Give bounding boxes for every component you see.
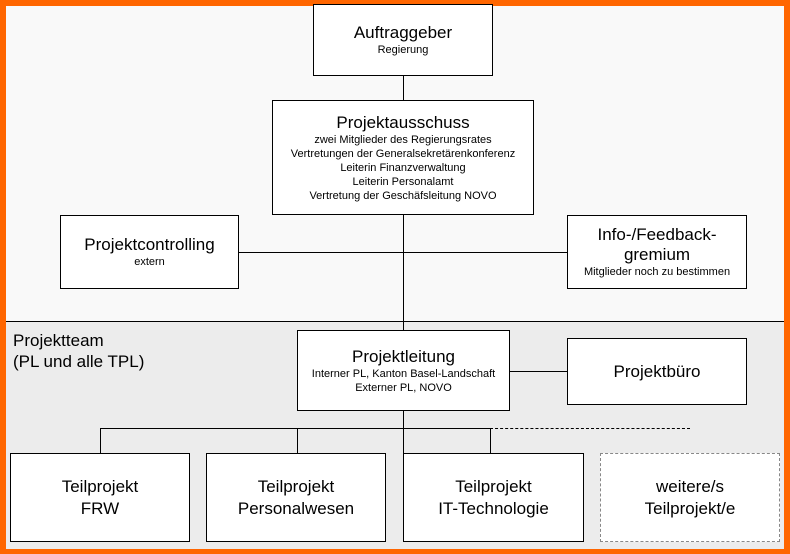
- projektbuero-box: Projektbüro: [567, 338, 747, 405]
- auftraggeber-box: Auftraggeber Regierung: [313, 4, 493, 76]
- teilprojekt-it-box: Teilprojekt IT-Technologie: [403, 453, 584, 542]
- teilprojekt-weitere-box: weitere/s Teilprojekt/e: [600, 453, 780, 542]
- projektbuero-title: Projektbüro: [613, 361, 701, 381]
- projektleitung-box: Projektleitung Interner PL, Kanton Basel…: [297, 330, 510, 411]
- team-line-2: (PL und alle TPL): [13, 352, 145, 371]
- feedback-sub: Mitglieder noch zu bestimmen: [583, 266, 731, 278]
- connector-controlling-feedback: [238, 252, 567, 253]
- connector-subprojects: [100, 428, 490, 429]
- projektcontrolling-title: Projektcontrolling: [84, 235, 215, 254]
- connector-subprojects-dashed: [490, 428, 690, 429]
- teilprojekt-label: Teilprojekt: [257, 476, 335, 496]
- connector-main-vertical: [403, 75, 404, 453]
- teilprojekt-name: FRW: [80, 498, 120, 518]
- teilprojekt-frw-box: Teilprojekt FRW: [10, 453, 190, 542]
- auftraggeber-title: Auftraggeber: [353, 23, 453, 42]
- feedback-title-2: gremium: [623, 245, 691, 264]
- teilprojekt-label: Teilprojekt: [455, 476, 532, 496]
- leitung-line: Externer PL, NOVO: [355, 381, 452, 394]
- teilprojekt-label: weitere/s: [655, 476, 725, 496]
- auftraggeber-sub: Regierung: [377, 44, 429, 56]
- member-line: zwei Mitglieder des Regierungsrates: [314, 133, 492, 146]
- leitung-line: Interner PL, Kanton Basel-Landschaft: [311, 367, 496, 380]
- connector-leitung-buero: [509, 371, 567, 372]
- projektausschuss-title: Projektausschuss: [336, 112, 470, 132]
- connector-drop-1: [100, 428, 101, 453]
- feedback-box: Info-/Feedback- gremium Mitglieder noch …: [567, 215, 747, 289]
- connector-drop-3: [490, 428, 491, 453]
- teilprojekt-name: Teilprojekt/e: [644, 498, 736, 518]
- projektcontrolling-sub: extern: [134, 256, 165, 268]
- project-team-label: Projektteam (PL und alle TPL): [13, 330, 144, 372]
- feedback-title-1: Info-/Feedback-: [597, 225, 717, 244]
- teilprojekt-name: Personalwesen: [237, 498, 355, 518]
- teilprojekt-personalwesen-box: Teilprojekt Personalwesen: [206, 453, 386, 542]
- member-line: Leiterin Personalamt: [352, 175, 454, 188]
- connector-drop-2: [297, 428, 298, 453]
- member-line: Vertretung der Geschäfsleitung NOVO: [309, 189, 497, 202]
- projektcontrolling-box: Projektcontrolling extern: [60, 215, 239, 289]
- teilprojekt-label: Teilprojekt: [61, 476, 139, 496]
- teilprojekt-name: IT-Technologie: [438, 498, 549, 518]
- member-line: Vertretungen der Generalsekretärenkonfer…: [290, 147, 516, 160]
- team-line-1: Projektteam: [13, 331, 104, 350]
- member-line: Leiterin Finanzverwaltung: [340, 161, 466, 174]
- projektleitung-title: Projektleitung: [351, 346, 455, 366]
- projektausschuss-box: Projektausschuss zwei Mitglieder des Reg…: [272, 100, 534, 215]
